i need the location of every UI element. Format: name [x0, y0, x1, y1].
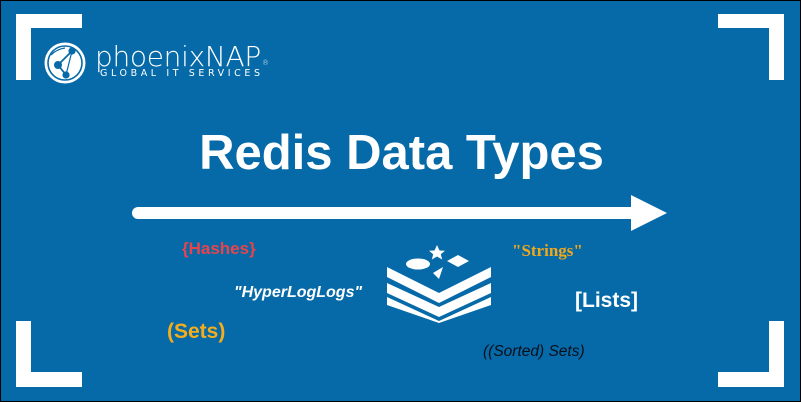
redis-stack-logo-icon [387, 245, 491, 323]
page-title: Redis Data Types [199, 126, 604, 180]
right-arrow-icon [132, 195, 667, 231]
label-sets: (Sets) [167, 320, 226, 343]
globe-network-icon [44, 42, 86, 84]
label-sorted-sets: ((Sorted) Sets) [483, 343, 585, 360]
label-lists: [Lists] [575, 289, 638, 312]
label-hashes: {Hashes} [182, 239, 256, 258]
brand-tagline: GLOBAL IT SERVICES [100, 68, 264, 79]
label-hyperloglogs: "HyperLogLogs" [234, 284, 363, 301]
label-strings: "Strings" [512, 241, 583, 260]
registered-mark: ® [261, 59, 269, 67]
brand-name: phoenixNAP® [95, 40, 269, 73]
